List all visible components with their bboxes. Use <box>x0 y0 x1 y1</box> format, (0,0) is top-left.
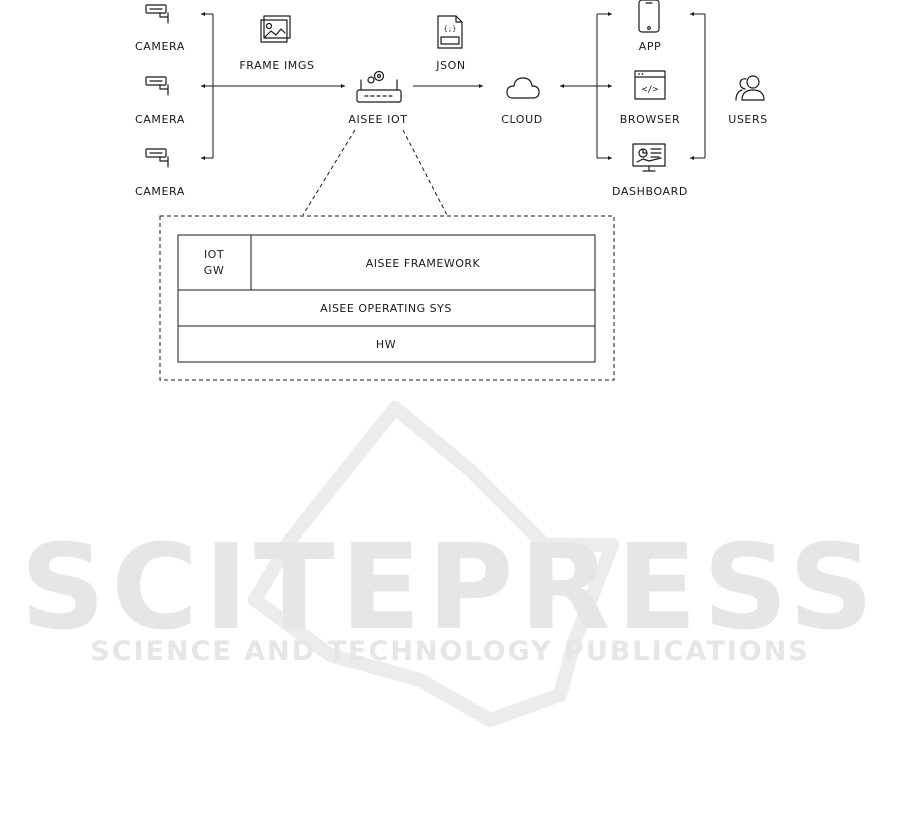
svg-text:{;}: {;} <box>444 25 457 33</box>
frame-images-icon <box>261 16 290 42</box>
camera-icon <box>146 149 168 167</box>
camera-label-2: CAMERA <box>135 113 185 126</box>
camera-label-1: CAMERA <box>135 40 185 53</box>
camera-label-3: CAMERA <box>135 185 185 198</box>
hw-label: HW <box>376 338 396 351</box>
router-icon <box>357 72 401 103</box>
iot-gw-label-line1: IOT <box>204 248 224 261</box>
aisee-framework-label: AISEE FRAMEWORK <box>366 257 481 270</box>
app-label: APP <box>639 40 662 53</box>
svg-text:</>: </> <box>642 85 659 95</box>
json-file-icon: {;} <box>438 16 462 48</box>
users-label: USERS <box>728 113 768 126</box>
aisee-iot-label: AISEE IOT <box>348 113 407 126</box>
camera-3 <box>146 149 168 167</box>
aisee-os-label: AISEE OPERATING SYS <box>320 302 452 315</box>
watermark: SCITEPRESS SCIENCE AND TECHNOLOGY PUBLIC… <box>20 408 879 720</box>
camera-2 <box>146 77 168 95</box>
camera-icon <box>146 5 168 23</box>
camera-1 <box>146 5 168 23</box>
dashboard-label: DASHBOARD <box>612 185 688 198</box>
cloud-label: CLOUD <box>501 113 543 126</box>
frame-imgs-label: FRAME IMGS <box>239 59 314 72</box>
smartphone-icon <box>639 0 659 32</box>
json-label: JSON <box>435 59 466 72</box>
browser-code-icon: </> <box>635 71 665 99</box>
browser-label: BROWSER <box>620 113 681 126</box>
software-stack: IOT GW AISEE FRAMEWORK AISEE OPERATING S… <box>160 216 614 380</box>
cloud-icon <box>507 78 539 98</box>
camera-icon <box>146 77 168 95</box>
iot-gw-label-line2: GW <box>204 264 224 277</box>
watermark-tagline: SCIENCE AND TECHNOLOGY PUBLICATIONS <box>90 636 809 667</box>
users-icon <box>736 76 764 100</box>
dashboard-monitor-icon <box>633 144 665 171</box>
